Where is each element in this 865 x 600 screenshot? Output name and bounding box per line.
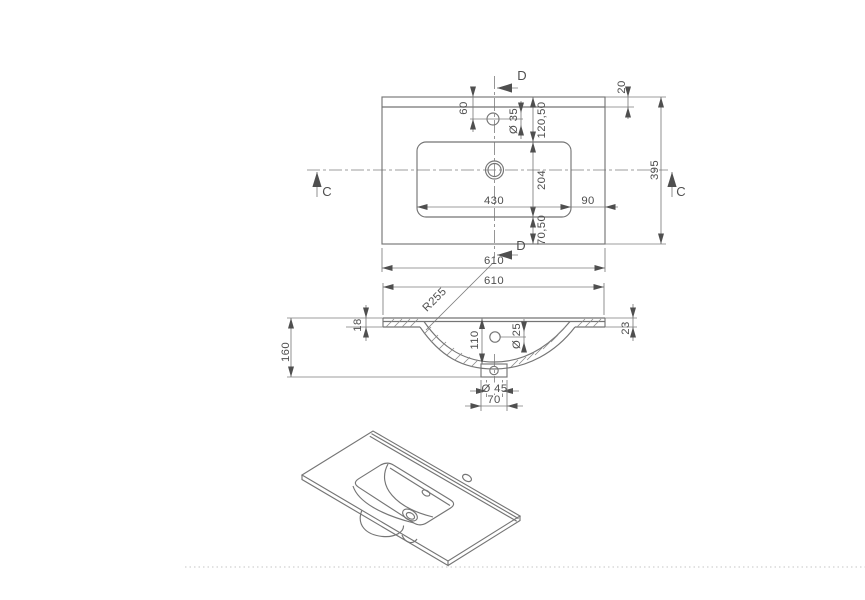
overflow-hole [489,331,501,343]
dim-basin-depth: 204 [536,170,548,190]
iso-faucet-hole [462,473,472,483]
svg-text:70: 70 [487,394,500,406]
svg-text:C: C [676,184,685,199]
dim-basin-to-edge: 90 [581,195,594,207]
iso-bowl-curve [383,463,434,518]
dim-basin-to-front: 70,50 [536,215,548,245]
svg-text:C: C [322,184,331,199]
iso-underside-boss [359,509,405,538]
section-marker-c-right: C [667,172,686,199]
svg-text:R255: R255 [421,286,450,315]
svg-text:23: 23 [620,321,632,334]
section-hatching [385,318,602,368]
dim-back-edge: 20 [605,80,634,119]
drain-block-hole [489,365,499,376]
drain-hole-outer [484,160,505,180]
section-view: 610 R255 [280,263,637,411]
section-marker-c-left: C [312,172,332,199]
svg-text:60: 60 [458,101,470,114]
svg-text:Ø 45: Ø 45 [481,383,507,395]
iso-waste-ring-outer [402,508,418,522]
plan-basin-outline [416,141,572,218]
iso-bowl-front-wall [352,485,415,524]
section-marker-d-top: D [497,68,527,93]
dim-basin-width: 430 90 [417,195,618,210]
dim-total-height: 160 [280,318,481,378]
svg-text:610: 610 [484,275,504,287]
svg-text:110: 110 [469,330,481,349]
dim-drain-block-width: 70 [465,380,523,411]
iso-waste-ring-inner [405,511,416,520]
isometric-view [300,430,522,567]
plan-outline [381,96,606,245]
iso-underside-boss-2 [401,534,418,544]
dim-edge-left: 18 [287,305,383,341]
dim-faucet-diameter: Ø 35 [508,101,524,139]
dim-chain-vertical: 120,50 204 70,50 [530,97,548,245]
section-slab-profile [382,317,606,398]
iso-back-edge-strip-2 [369,435,518,522]
dim-bowl-depth: 110 [469,318,485,364]
iso-back-edge-strip-1 [371,433,519,520]
drain-block [480,363,508,378]
bowl-outer-surface [419,326,576,370]
dim-overflow-diameter: Ø 25 [511,319,527,353]
svg-text:Ø 25: Ø 25 [511,323,523,349]
svg-text:610: 610 [484,255,504,267]
svg-text:430: 430 [484,195,504,207]
dim-overall-width-plan: 610 [381,248,606,272]
dim-bowl-radius: R255 [421,263,493,331]
svg-text:18: 18 [352,318,364,331]
section-marker-d-bottom: D [497,238,526,260]
svg-text:160: 160 [280,342,292,362]
svg-text:20: 20 [616,80,628,93]
svg-text:D: D [516,238,525,253]
iso-side-faces [301,475,521,567]
dim-overall-depth: 395 [605,96,666,245]
iso-basin-rim-inner [389,467,451,506]
dim-overall-width-section: 610 [382,275,605,315]
dim-drain-diameter: Ø 45 [470,380,519,397]
svg-text:395: 395 [649,160,661,180]
svg-text:Ø 35: Ø 35 [508,108,520,134]
iso-drain-hole [421,489,431,497]
svg-text:D: D [517,68,526,83]
drain-hole-inner [487,162,502,178]
dim-edge-right: 23 [605,304,637,341]
plan-view: 60 Ø 35 120,50 204 70,50 [307,68,686,272]
dim-faucet-offset: 60 [458,86,476,132]
dim-top-to-basin: 120,50 [536,102,548,139]
